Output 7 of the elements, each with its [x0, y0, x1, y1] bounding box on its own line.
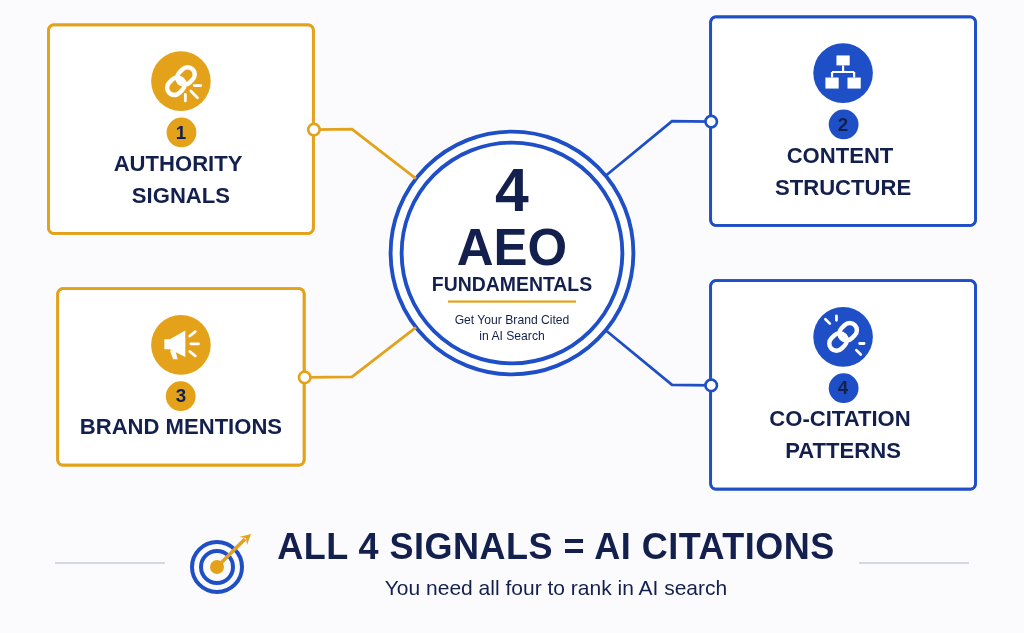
connector [604, 114, 719, 177]
connector [297, 326, 417, 385]
summary-heading: ALL 4 SIGNALS = AI CITATIONS [277, 526, 835, 568]
summary-text: You need all four to rank in AI search [384, 576, 728, 600]
connector [306, 122, 417, 180]
node-circle: 4 AEO FUNDAMENTALS Get Your Brand Cited in AI Search [388, 129, 636, 377]
connector [604, 329, 719, 393]
